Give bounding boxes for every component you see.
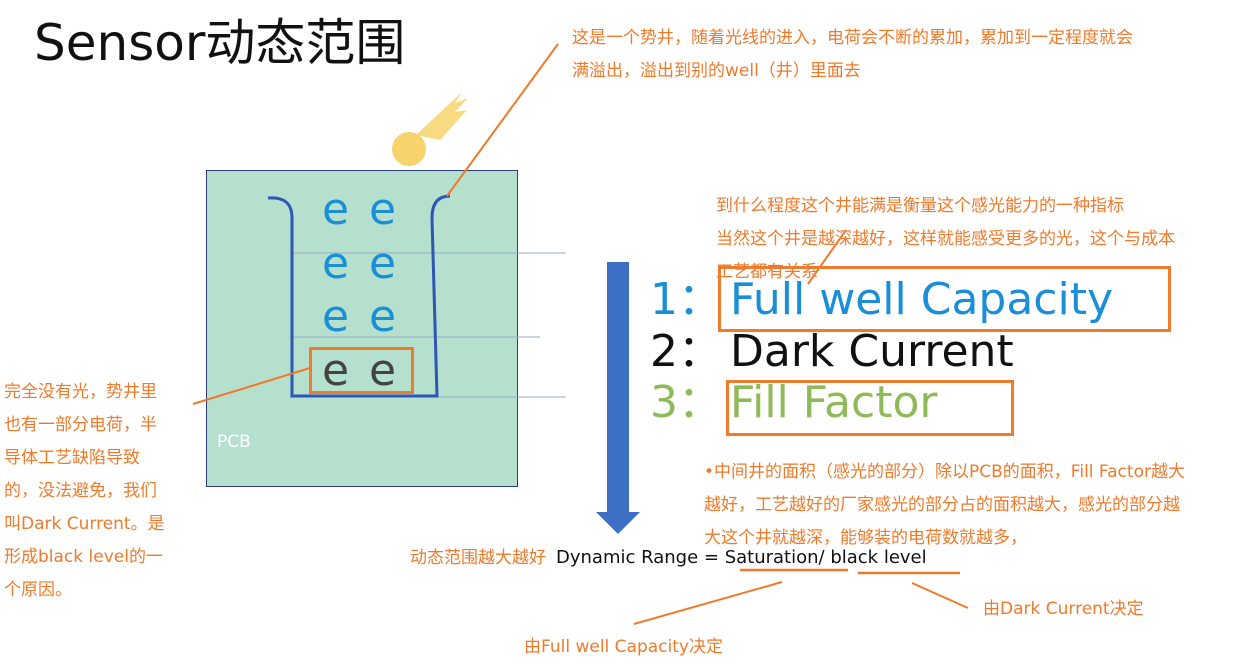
full-well-capacity-highlight-box [718, 266, 1171, 332]
metric-fill-factor: 3：Fill Factor [650, 377, 937, 429]
note-dark-current: 完全没有光，势井里 也有一部分电荷，半 导体工艺缺陷导致 的，没法避免，我们 叫… [4, 376, 186, 607]
pcb-label: PCB [217, 432, 251, 452]
note-line: 形成black level的一 [4, 547, 163, 567]
note-line: 越好，工艺越好的厂家感光的部分占的面积越大，感光的部分越 [704, 495, 1180, 515]
dark-electron: e [369, 345, 397, 396]
note-line: •中间井的面积（感光的部分）除以PCB的面积，Fill Factor越大 [704, 462, 1185, 482]
callout-line-capacity [807, 229, 847, 285]
electron: e [322, 291, 350, 342]
note-line: 这是一个势井，随着光线的进入，电荷会不断的累加，累加到一定程度就会 [572, 28, 1133, 48]
note-line: 到什么程度这个井能满是衡量这个感光能力的一种指标 [716, 196, 1124, 216]
dynamic-range-formula: 动态范围越大越好 Dynamic Range = Saturation/ blac… [410, 543, 927, 568]
metric-full-well-capacity: 1：Full well Capacity [650, 274, 1113, 326]
dark-electron-highlight-box [309, 347, 414, 394]
note-line: 的，没法避免，我们 [4, 481, 157, 501]
potential-well-outline [267, 194, 451, 398]
electron: e [322, 184, 350, 235]
note-line: 导体工艺缺陷导致 [4, 448, 140, 468]
electron: e [369, 238, 397, 289]
note-line: 大这个井就越深，能够装的电荷数就越多， [704, 528, 1027, 548]
metric-number: 3： [650, 377, 722, 428]
metric-label: Fill Factor [730, 377, 938, 428]
callout-line-black-level [911, 582, 969, 609]
callout-line-top [446, 43, 559, 197]
formula-saturation: Saturation [724, 547, 819, 568]
electron: e [369, 291, 397, 342]
pcb-sensor-area [206, 170, 518, 487]
callout-line-dark [192, 367, 311, 405]
metric-number: 1： [650, 274, 722, 325]
dark-electron: e [322, 345, 350, 396]
metric-dark-current: 2：Dark Current [650, 326, 1014, 378]
black-level-annotation: 由Dark Current决定 [983, 599, 1144, 619]
down-arrow-icon [596, 262, 640, 534]
note-line: 个原因。 [4, 580, 72, 600]
metric-number: 2： [650, 326, 722, 377]
fill-factor-highlight-box [726, 380, 1014, 436]
page-title: Sensor动态范围 [34, 14, 406, 72]
metric-label: Full well Capacity [730, 274, 1114, 325]
note-line: 当然这个井是越深越好，这样就能感受更多的光，这个与成本 [716, 229, 1175, 249]
note-line: 也有一部分电荷，半 [4, 415, 157, 435]
note-line: 完全没有光，势井里 [4, 382, 157, 402]
light-meteor-icon [392, 92, 468, 166]
saturation-annotation: 由Full well Capacity决定 [524, 637, 723, 657]
callout-line-saturation [633, 581, 783, 625]
note-fill-factor: •中间井的面积（感光的部分）除以PCB的面积，Fill Factor越大 越好，… [704, 456, 1244, 555]
electron: e [369, 184, 397, 235]
formula-black-level: black level [830, 547, 927, 568]
formula-lhs: Dynamic Range = [556, 547, 725, 568]
note-line: 满溢出，溢出到别的well（井）里面去 [572, 61, 861, 81]
formula-separator: / [818, 547, 831, 568]
dynamic-range-note: 动态范围越大越好 [410, 548, 546, 568]
electron: e [322, 238, 350, 289]
note-line: 叫Dark Current。是 [4, 514, 165, 534]
metric-label: Dark Current [730, 326, 1014, 377]
note-potential-well: 这是一个势井，随着光线的进入，电荷会不断的累加，累加到一定程度就会 满溢出，溢出… [572, 22, 1212, 88]
